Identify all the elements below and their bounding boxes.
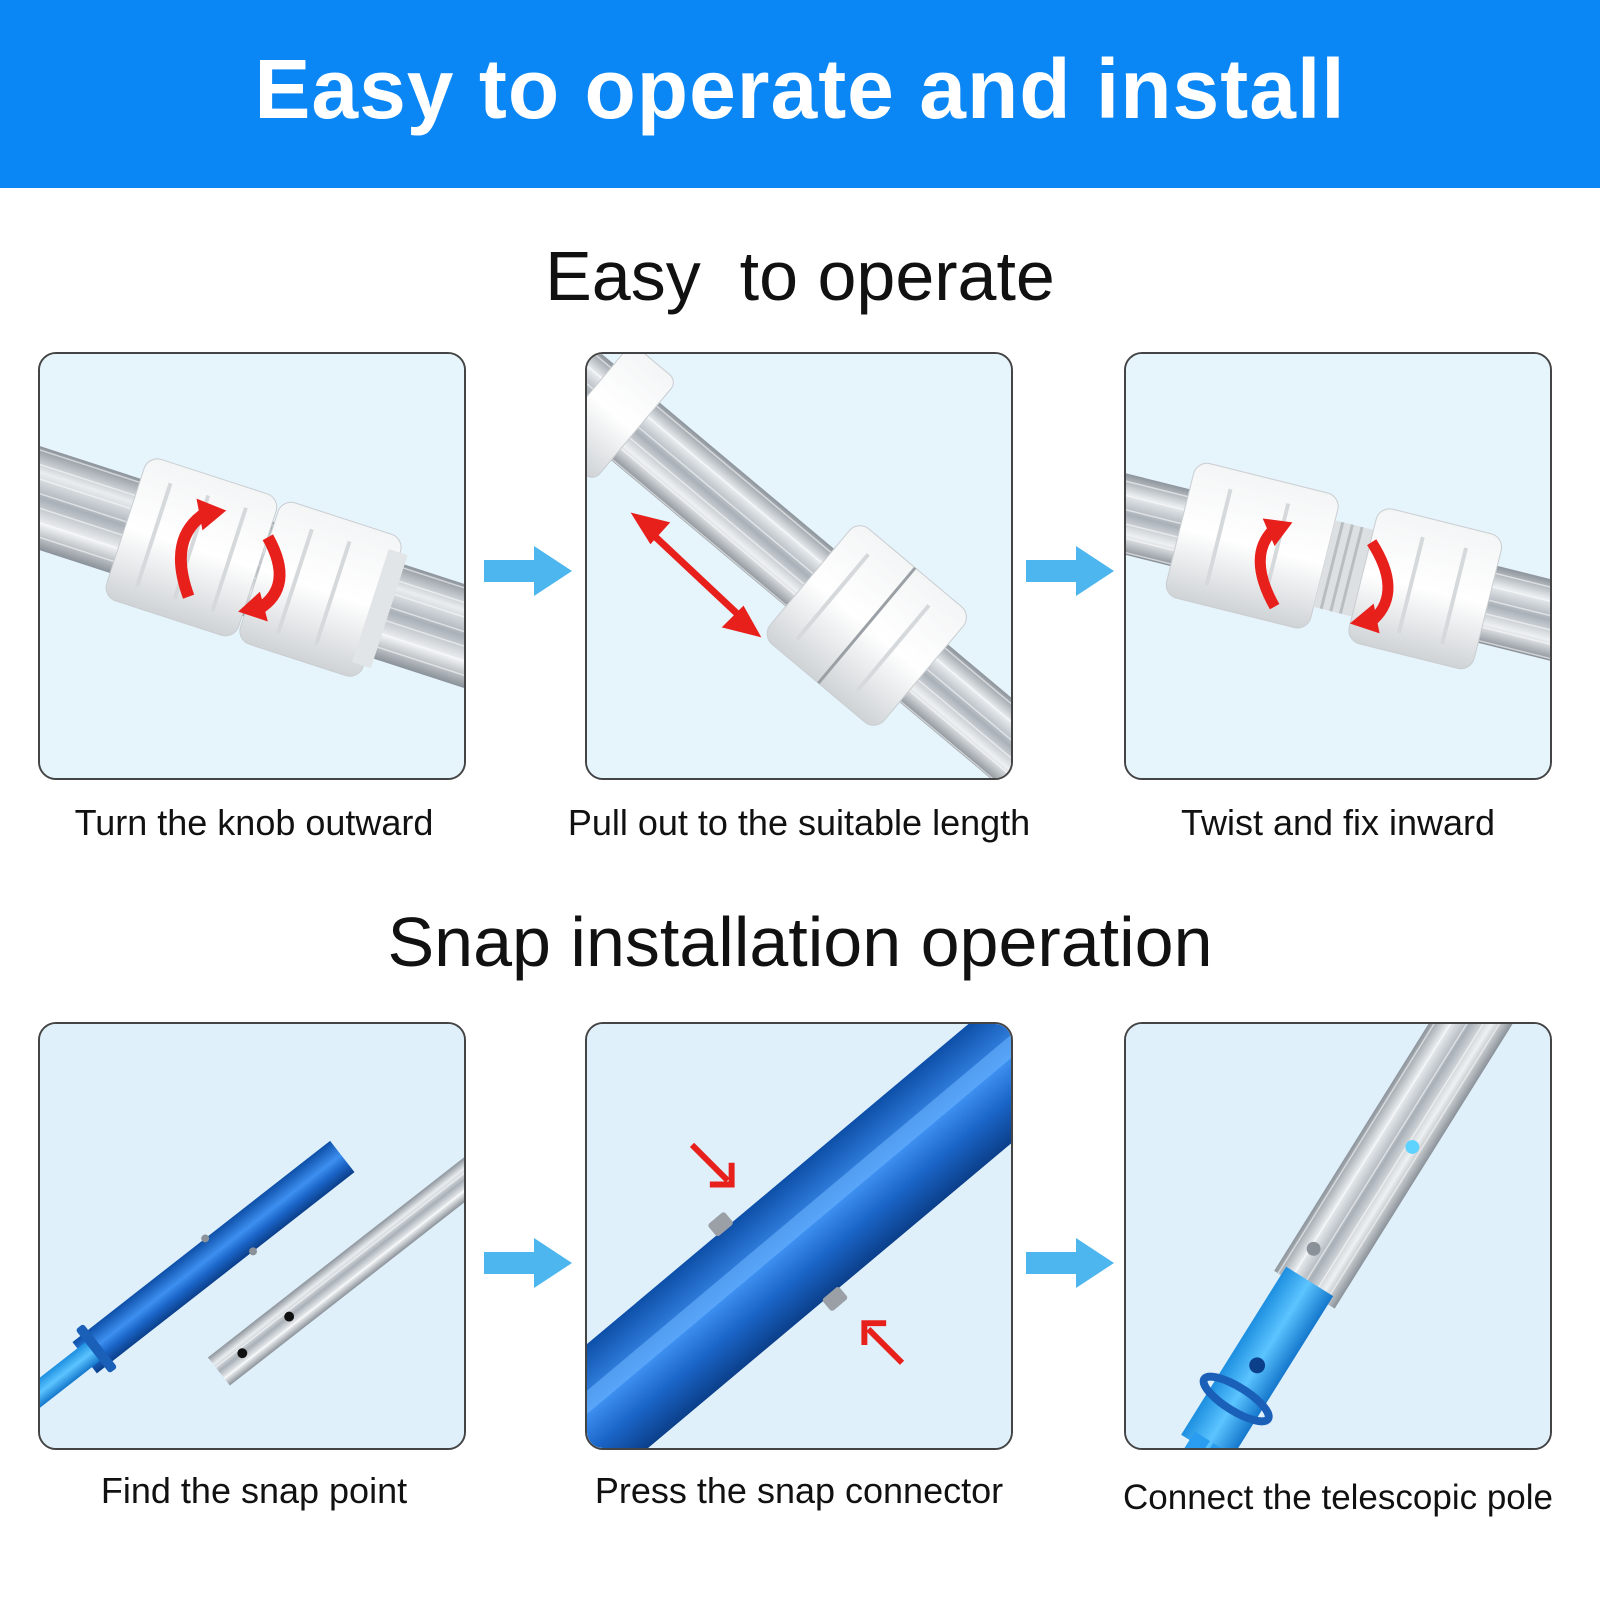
image-snap-press — [585, 1022, 1013, 1450]
double-arrow-start-icon — [630, 512, 671, 545]
step-arrow-icon — [484, 1238, 572, 1288]
rotate-arrow-up-icon — [196, 498, 227, 531]
rotate-arrow-down-icon — [1349, 603, 1380, 634]
caption-twist-fix: Twist and fix inward — [1180, 802, 1496, 843]
header-banner: Easy to operate and install — [0, 0, 1600, 188]
image-pole-knob-turn — [38, 352, 466, 780]
step-arrow-icon — [1026, 546, 1114, 596]
step-arrow-icon — [484, 546, 572, 596]
step-arrow-icon — [1026, 1238, 1114, 1288]
caption-connect-pole: Connect the telescopic pole — [1123, 1478, 1553, 1517]
double-arrow-end-icon — [721, 605, 762, 638]
red-arrow-icon — [709, 1162, 735, 1188]
image-pole-extend — [585, 352, 1013, 780]
image-snap-connect — [1124, 1022, 1552, 1450]
caption-pull-out: Pull out to the suitable length — [567, 802, 1031, 843]
page-title: Easy to operate and install — [254, 41, 1346, 136]
caption-turn-knob: Turn the knob outward — [74, 802, 434, 843]
caption-find-snap: Find the snap point — [100, 1470, 408, 1511]
rotate-arrow-up-icon — [1262, 518, 1293, 547]
red-arrow-icon — [861, 1320, 887, 1345]
caption-press-snap: Press the snap connector — [594, 1470, 1004, 1511]
image-snap-point — [38, 1022, 466, 1450]
section-title-operate: Easy to operate — [545, 237, 1055, 315]
image-pole-knob-twist — [1124, 352, 1552, 780]
section-title-snap: Snap installation operation — [387, 903, 1213, 981]
